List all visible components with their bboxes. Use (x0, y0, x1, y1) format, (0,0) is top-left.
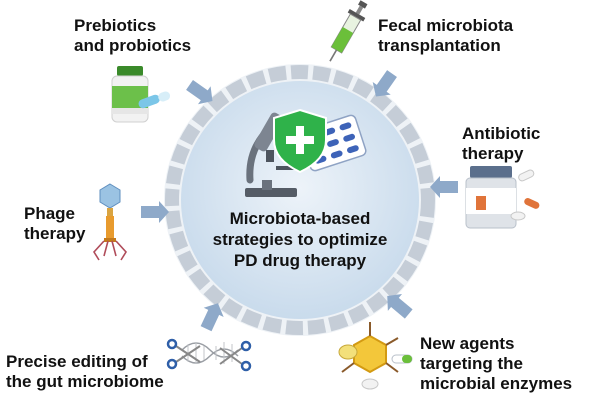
label-antibiotic-therapy: Antibiotic therapy (462, 124, 541, 163)
arrow-fmt (372, 70, 397, 97)
label-precise-editing: Precise editing of the gut microbiome (6, 352, 164, 391)
arrow-phage (141, 201, 169, 223)
label-new-agents: New agents targeting the microbial enzym… (420, 334, 573, 393)
arrow-prebiotics (186, 80, 213, 105)
arrow-editing (200, 303, 224, 332)
molecule-capsule-icon (338, 322, 413, 390)
microscope-shield-pills-icon (245, 108, 367, 197)
arrows (141, 70, 458, 332)
pill-bottle-icon (465, 166, 540, 229)
label-fecal-microbiota-transplantation: Fecal microbiota transplantation (378, 16, 514, 55)
label-prebiotics: Prebiotics and probiotics (74, 16, 192, 55)
syringe-icon (329, 0, 368, 62)
dna-scissors-icon (166, 338, 252, 372)
arrow-antibiotic (430, 176, 458, 198)
supplement-bottle-icon (111, 66, 171, 123)
label-phage-therapy: Phage therapy (24, 204, 86, 243)
arrow-enzymes (387, 294, 413, 319)
bacteriophage-icon (93, 183, 127, 261)
center-title: Microbiota-based strategies to optimize … (212, 209, 388, 270)
